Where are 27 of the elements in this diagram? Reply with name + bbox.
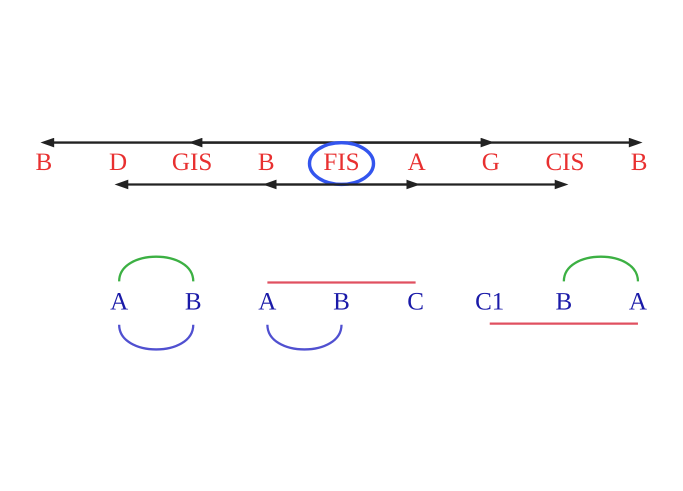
node-text: D	[108, 148, 128, 176]
arrow	[40, 138, 643, 147]
node-text: B	[555, 288, 572, 315]
node-ellipse: FIS	[308, 140, 376, 186]
connector	[118, 324, 194, 350]
node-text: B	[333, 288, 350, 315]
node-text: A	[110, 288, 128, 315]
node-text: B	[630, 148, 648, 176]
connector	[266, 324, 343, 350]
connector	[490, 322, 638, 324]
arrow	[262, 179, 420, 189]
connector	[562, 255, 640, 282]
node-text: B	[184, 288, 202, 315]
node-text: C1	[475, 288, 504, 315]
node-text: GIS	[172, 148, 212, 176]
node-text: G	[482, 148, 500, 176]
node-text: CIS	[545, 148, 584, 176]
node-text: B	[36, 148, 52, 176]
arrow	[188, 138, 494, 147]
connector	[267, 280, 416, 284]
node-text: A	[628, 288, 648, 315]
node-text: A	[408, 148, 426, 176]
node-text: B	[258, 148, 275, 176]
connector	[118, 255, 194, 282]
arrow	[114, 179, 568, 189]
node-text: A	[258, 288, 276, 315]
node-text: C	[407, 288, 424, 315]
